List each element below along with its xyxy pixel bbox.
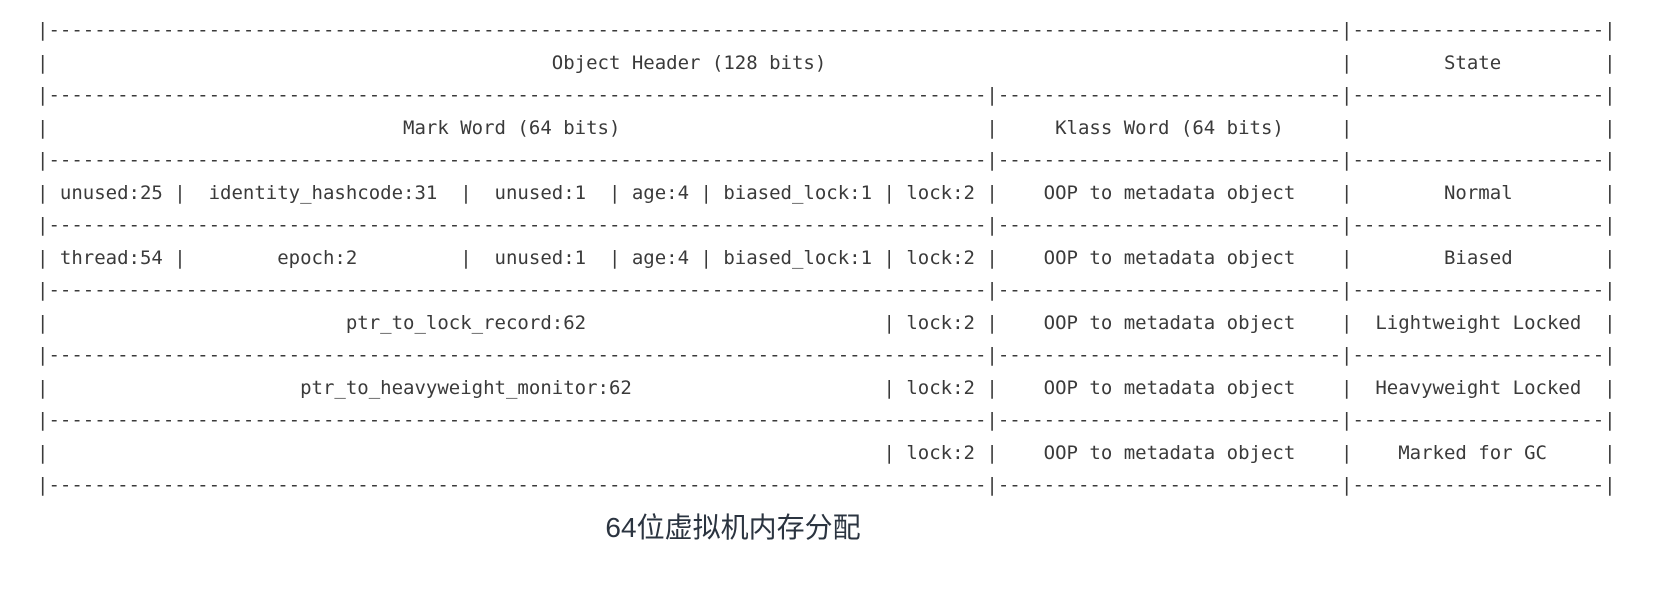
ascii-row-object-header-state: | Object Header (128 bits) | State | (37, 51, 1616, 74)
jvm-object-header-ascii-table: |---------------------------------------… (37, 14, 1616, 502)
ascii-separator-top: |---------------------------------------… (37, 19, 1616, 41)
ascii-separator: |---------------------------------------… (37, 214, 1616, 236)
ascii-separator: |---------------------------------------… (37, 149, 1616, 171)
diagram-caption: 64位虚拟机内存分配 (605, 512, 861, 543)
ascii-separator: |---------------------------------------… (37, 279, 1616, 301)
ascii-separator: |---------------------------------------… (37, 84, 1616, 106)
ascii-separator: |---------------------------------------… (37, 344, 1616, 366)
ascii-separator-bottom: |---------------------------------------… (37, 474, 1616, 496)
caption-container: 64位虚拟机内存分配 (0, 508, 1466, 548)
ascii-row-state-heavyweight-locked: | ptr_to_heavyweight_monitor:62 | lock:2… (37, 376, 1616, 399)
ascii-row-state-normal: | unused:25 | identity_hashcode:31 | unu… (37, 181, 1616, 204)
ascii-row-state-marked-for-gc: | | lock:2 | OOP to metadata object | Ma… (37, 441, 1616, 464)
ascii-separator: |---------------------------------------… (37, 409, 1616, 431)
ascii-row-state-biased: | thread:54 | epoch:2 | unused:1 | age:4… (37, 246, 1616, 269)
ascii-row-state-lightweight-locked: | ptr_to_lock_record:62 | lock:2 | OOP t… (37, 311, 1616, 334)
ascii-row-mark-word-klass-word: | Mark Word (64 bits) | Klass Word (64 b… (37, 116, 1616, 139)
